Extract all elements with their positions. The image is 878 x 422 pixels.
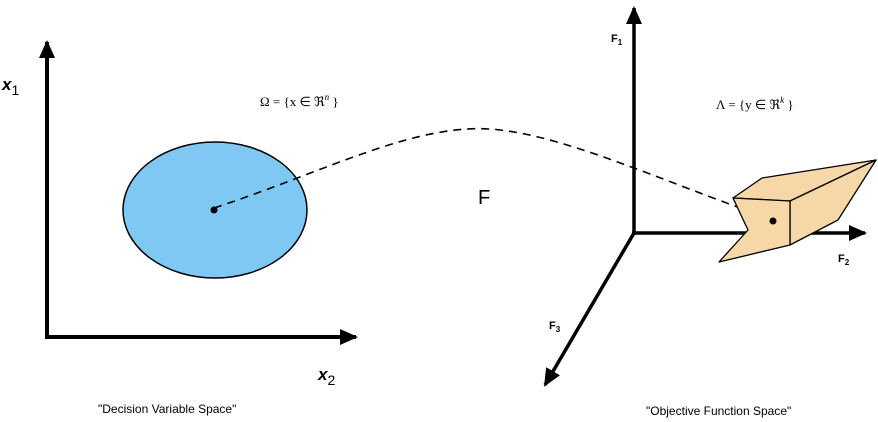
f3-symbol: F [549,320,556,332]
x1-symbol: x [2,75,12,94]
f1-symbol: F [611,33,618,45]
objective-point [769,217,777,225]
x2-subscript: 2 [327,372,336,388]
omega-set-text: Ω = {x ∈ ℜ [260,94,325,109]
lambda-set-close: } [784,97,794,112]
prism-front-face [718,197,791,263]
omega-set-superscript: n [324,92,330,102]
f2-axis-label: F2 [838,253,849,267]
mapping-label: F [478,187,491,209]
mapping-curve [213,127,761,217]
f3-axis-line [543,232,636,387]
decision-space-caption: "Decision Variable Space" [98,402,237,416]
objective-set-definition: Λ = {y ∈ ℜk } [716,95,794,113]
x1-axis-label: x1 [2,75,19,98]
decision-set-definition: Ω = {x ∈ ℜn } [260,92,339,110]
f3-subscript: 3 [555,325,561,334]
objective-space-caption: "Objective Function Space" [646,404,792,418]
x2-axis-label: x2 [318,365,335,388]
f2-symbol: F [838,253,845,265]
lambda-set-superscript: k [780,95,785,105]
f1-subscript: 1 [617,38,623,47]
objective-region-prism [718,159,877,263]
x1-subscript: 1 [11,82,20,98]
f1-axis-label: F1 [611,33,622,47]
lambda-set-text: Λ = {y ∈ ℜ [716,97,781,112]
f2-subscript: 2 [844,258,850,267]
omega-set-close: } [329,94,339,109]
x2-symbol: x [318,365,328,384]
f3-axis-label: F3 [549,320,560,334]
